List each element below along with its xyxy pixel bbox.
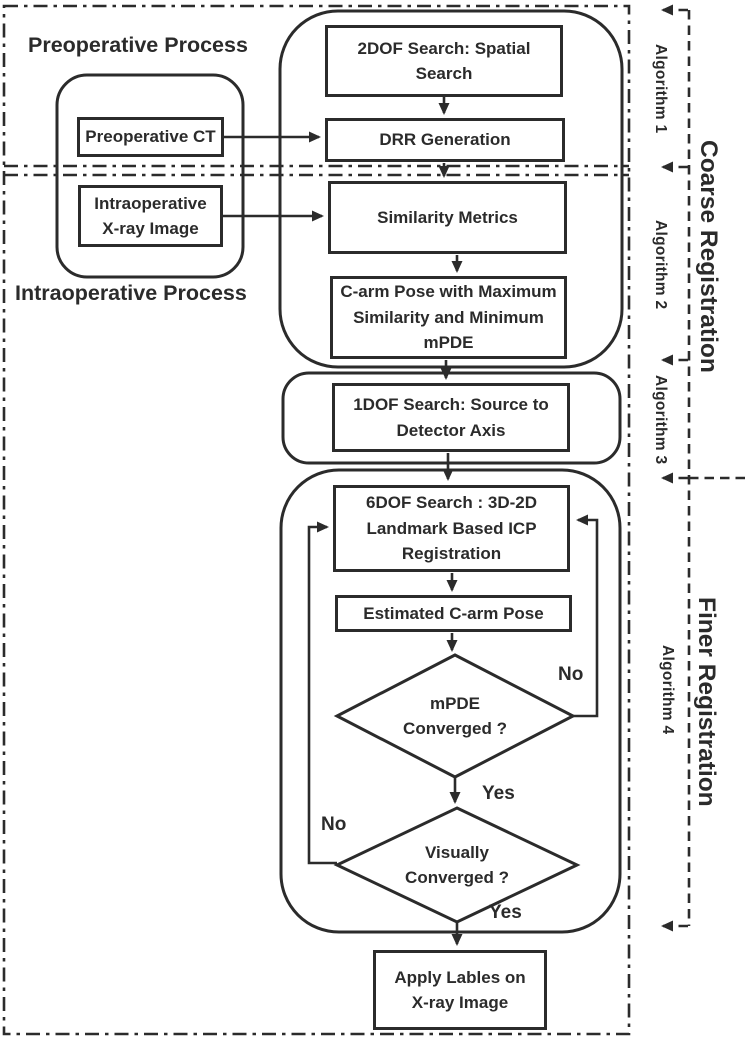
flow-arrows xyxy=(223,97,599,946)
onedof-stage-container xyxy=(281,371,622,465)
bracket-tick-arrows xyxy=(661,4,688,932)
coarse-stage-container xyxy=(278,9,624,369)
node-2dof-search: 2DOF Search: Spatial Search xyxy=(325,25,563,97)
algorithm-4-label: Algorithm 4 xyxy=(659,645,676,735)
finer-registration-label: Finer Registration xyxy=(693,597,720,807)
intraoperative-process-title: Intraoperative Process xyxy=(15,281,247,305)
mpde-no-label: No xyxy=(558,664,584,685)
node-estimated-carm-pose: Estimated C-arm Pose xyxy=(335,595,572,632)
visual-yes-label: Yes xyxy=(489,902,522,923)
node-drr-generation: DRR Generation xyxy=(325,118,565,162)
feedback-mpde-no-path xyxy=(573,514,599,718)
visual-decision-diamond xyxy=(333,806,581,924)
coarse-registration-label: Coarse Registration xyxy=(695,140,722,373)
visual-decision-label: Visually Converged ? xyxy=(405,842,509,888)
node-apply-labels: Apply Lables on X-ray Image xyxy=(373,950,547,1030)
algorithm-1-label: Algorithm 1 xyxy=(652,44,669,134)
algorithm-bracket xyxy=(687,10,751,926)
node-intraoperative-xray: Intraoperative X-ray Image xyxy=(78,185,223,247)
preoperative-process-title: Preoperative Process xyxy=(28,33,248,57)
node-similarity-metrics: Similarity Metrics xyxy=(328,181,567,254)
node-preoperative-ct: Preoperative CT xyxy=(77,117,224,157)
mpde-decision-diamond xyxy=(333,653,577,779)
algorithm-2-label: Algorithm 2 xyxy=(652,220,669,310)
visual-no-label: No xyxy=(321,814,347,835)
node-6dof-search-icp: 6DOF Search : 3D-2D Landmark Based ICP R… xyxy=(333,485,570,572)
input-images-container xyxy=(55,73,245,279)
algorithm-3-label: Algorithm 3 xyxy=(652,375,669,465)
feedback-visual-no-path xyxy=(307,521,337,865)
mpde-decision-label: mPDE Converged ? xyxy=(403,693,507,739)
mpde-yes-label: Yes xyxy=(482,783,515,804)
node-carm-pose-max-similarity: C-arm Pose with Maximum Similarity and M… xyxy=(330,276,567,359)
node-1dof-search: 1DOF Search: Source to Detector Axis xyxy=(332,383,570,452)
